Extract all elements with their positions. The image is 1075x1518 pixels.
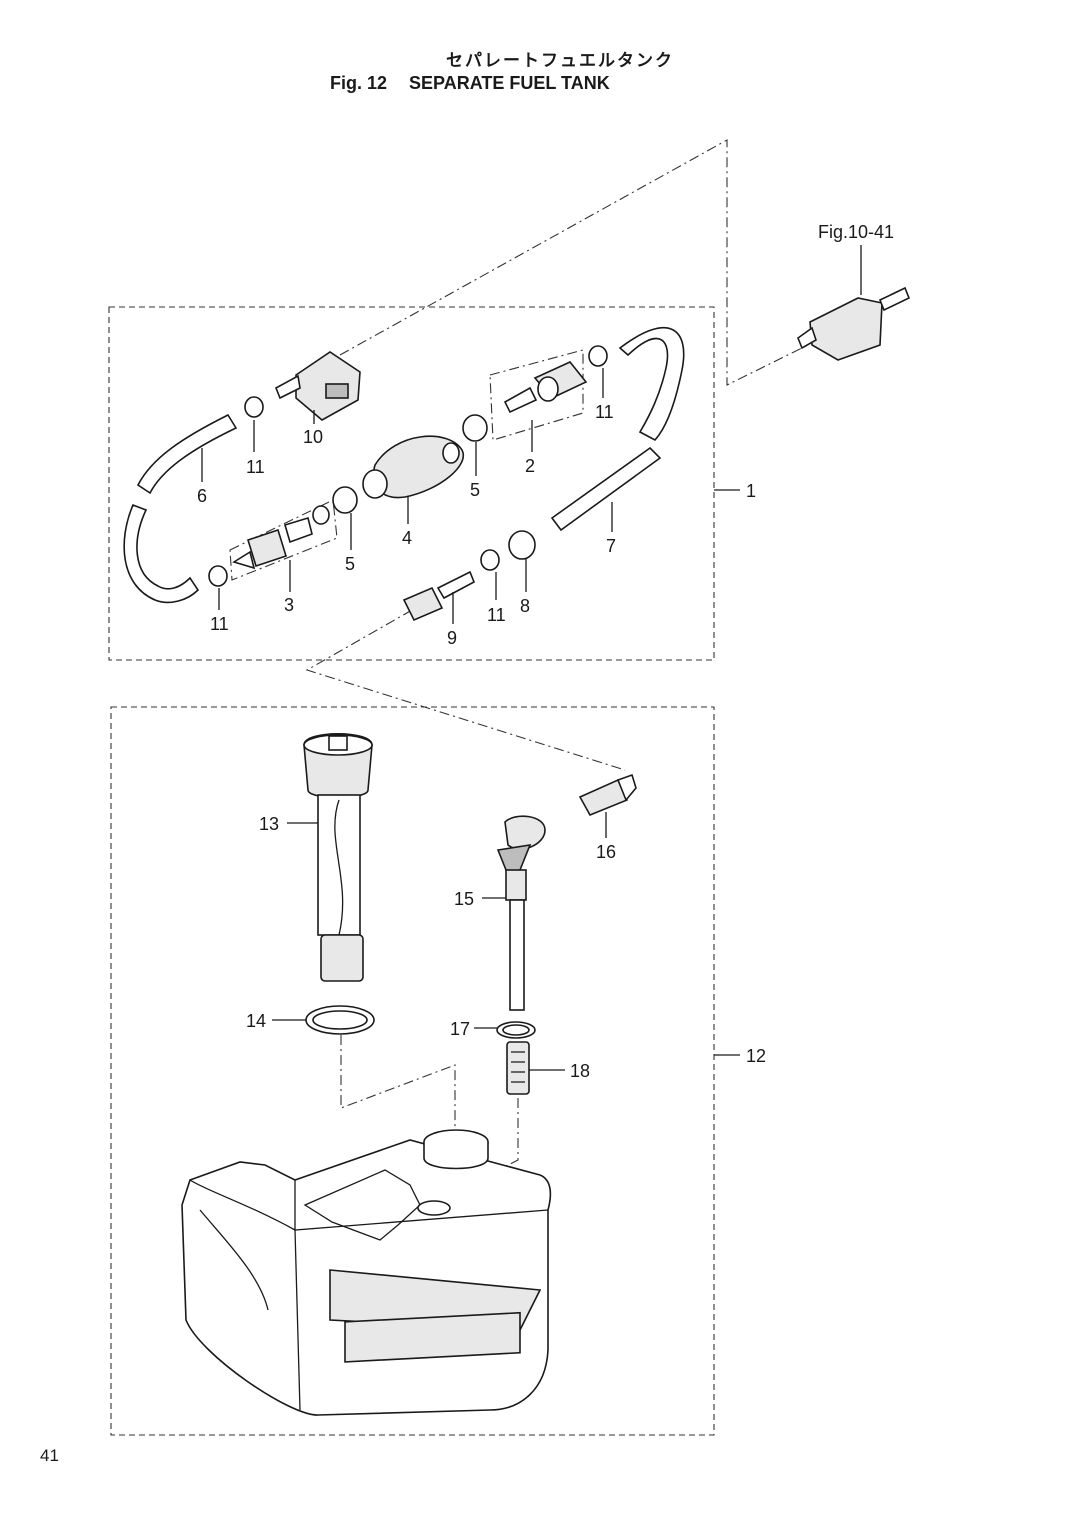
- callout-5b: 5: [345, 554, 355, 574]
- fuel-tank: [181, 1129, 552, 1416]
- callout-18: 18: [570, 1061, 590, 1081]
- washer-11-a: [588, 345, 608, 367]
- projection-line-connector: [339, 139, 809, 386]
- reference-label: Fig.10-41: [818, 222, 894, 242]
- figure-number: Fig. 12: [330, 73, 388, 93]
- fitting-2: [503, 361, 588, 414]
- projection-line-outlet: [305, 609, 626, 771]
- engine-connector-reference: [797, 286, 911, 361]
- callout-3: 3: [284, 595, 294, 615]
- callout-8: 8: [520, 596, 530, 616]
- connector-10: [274, 351, 361, 421]
- hose-lower-left: [123, 503, 200, 604]
- small-washer: [312, 505, 330, 525]
- callout-15: 15: [454, 889, 474, 909]
- hose-assembly-group-box: [108, 306, 715, 661]
- washer-11-b: [244, 396, 264, 418]
- outlet-fitting-9: [402, 570, 476, 622]
- callout-5a: 5: [470, 480, 480, 500]
- callout-11d: 11: [487, 605, 506, 625]
- pickup-tube-15: [496, 815, 546, 1011]
- sleeve-8: [508, 530, 536, 560]
- washer-11-d: [480, 549, 500, 571]
- elbow-fitting-16: [578, 773, 637, 817]
- fuel-gauge-13: [303, 732, 373, 982]
- sub-group-box-2: [489, 349, 584, 441]
- callout-2: 2: [525, 456, 535, 476]
- sleeve-5-a: [462, 414, 488, 442]
- callout-10: 10: [303, 427, 323, 447]
- figure-title: Fig. 12 SEPARATE FUEL TANK: [330, 73, 610, 94]
- callout-9: 9: [447, 628, 457, 648]
- callout-16: 16: [596, 842, 616, 862]
- o-ring-14: [305, 1005, 375, 1035]
- fitting-3: [232, 516, 313, 570]
- callout-11b: 11: [246, 457, 265, 477]
- washer-11-c: [208, 565, 228, 587]
- callout-7: 7: [606, 536, 616, 556]
- hose-7: [550, 446, 662, 532]
- primer-bulb: [362, 435, 465, 499]
- callout-11c: 11: [210, 614, 229, 634]
- callout-13: 13: [259, 814, 279, 834]
- callout-11a: 11: [595, 402, 614, 422]
- hose-6: [136, 413, 238, 495]
- page-number: 41: [40, 1446, 59, 1465]
- o-ring-17: [496, 1021, 536, 1039]
- callout-12: 12: [746, 1046, 766, 1066]
- projection-line-gauge: [340, 1035, 456, 1130]
- filter-18: [506, 1041, 530, 1095]
- sleeve-5-b: [332, 486, 358, 514]
- callout-14: 14: [246, 1011, 266, 1031]
- tank-assembly-group-box: [110, 706, 715, 1436]
- callout-17: 17: [450, 1019, 470, 1039]
- figure-title-english: SEPARATE FUEL TANK: [409, 73, 610, 93]
- callout-6: 6: [197, 486, 207, 506]
- callout-4: 4: [402, 528, 412, 548]
- hose-engine-side: [618, 327, 685, 442]
- sub-group-box-3: [229, 499, 338, 581]
- callout-1: 1: [746, 481, 756, 501]
- title-japanese: セパレートフュエルタンク: [446, 51, 674, 71]
